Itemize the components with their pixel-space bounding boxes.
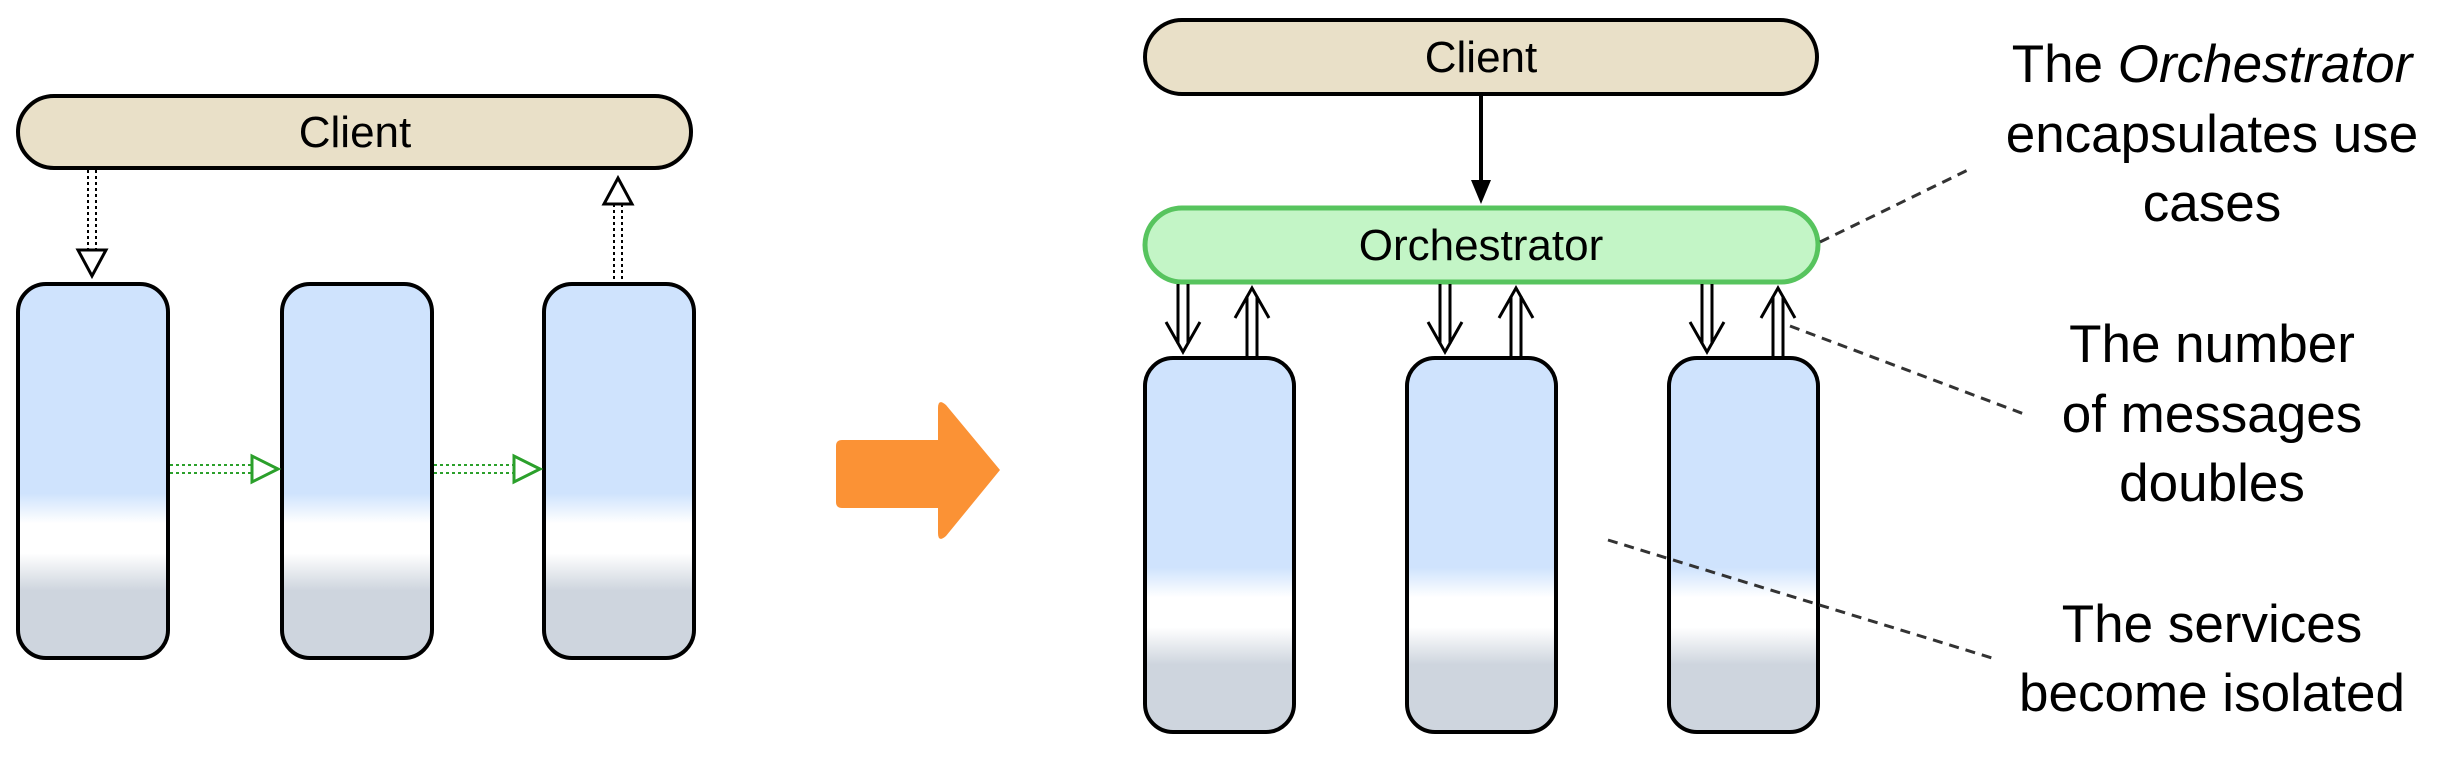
orchestrator-label: Orchestrator	[1359, 221, 1604, 270]
right-client-label: Client	[1425, 33, 1538, 82]
left-client-label: Client	[299, 108, 412, 157]
orchestrator-note-leader	[1819, 166, 1973, 244]
orchestrator-request-arrow-3	[1688, 284, 1726, 356]
orchestrator-note-line-1: The Orchestrator	[2012, 35, 2415, 94]
right-service-1	[1143, 356, 1296, 734]
orchestrator-request-arrow-1	[1164, 284, 1202, 356]
right-client-box	[1143, 18, 1819, 96]
orchestrator-response-arrow-1	[1233, 284, 1271, 356]
right-service-2	[1405, 356, 1558, 734]
left-request-arrow	[75, 170, 109, 280]
right-service-3	[1667, 356, 1820, 734]
left-choreography-diagram: Client	[16, 94, 696, 660]
transform-arrow-icon	[836, 402, 1000, 539]
orchestrator-request-arrow-2	[1426, 284, 1464, 356]
left-service-2	[280, 282, 434, 660]
messages-note-leader	[1789, 324, 2025, 416]
isolation-note-line-1: The services	[2062, 595, 2362, 654]
orchestrator-note-line-3: cases	[2143, 174, 2281, 233]
left-event-arrow-1	[170, 453, 282, 485]
left-event-arrow-2	[434, 453, 544, 485]
left-service-1	[16, 282, 170, 660]
isolation-note-line-2: become isolated	[2019, 664, 2405, 723]
messages-note-line-2: of messages	[2062, 385, 2362, 444]
orchestrator-response-arrow-3	[1759, 284, 1797, 356]
orchestrator-response-arrow-2	[1497, 284, 1535, 356]
left-client-box	[16, 94, 693, 170]
messages-note-line-1: The number	[2069, 315, 2355, 374]
messages-note-line-3: doubles	[2119, 454, 2305, 513]
left-response-arrow	[601, 174, 635, 284]
client-to-orchestrator-arrow	[1471, 96, 1491, 204]
orchestrator-box	[1142, 205, 1821, 285]
left-service-3	[542, 282, 696, 660]
orchestrator-note-line-2: encapsulates use	[2006, 105, 2419, 164]
right-orchestration-diagram: Client Orchestrator	[1142, 18, 2419, 734]
